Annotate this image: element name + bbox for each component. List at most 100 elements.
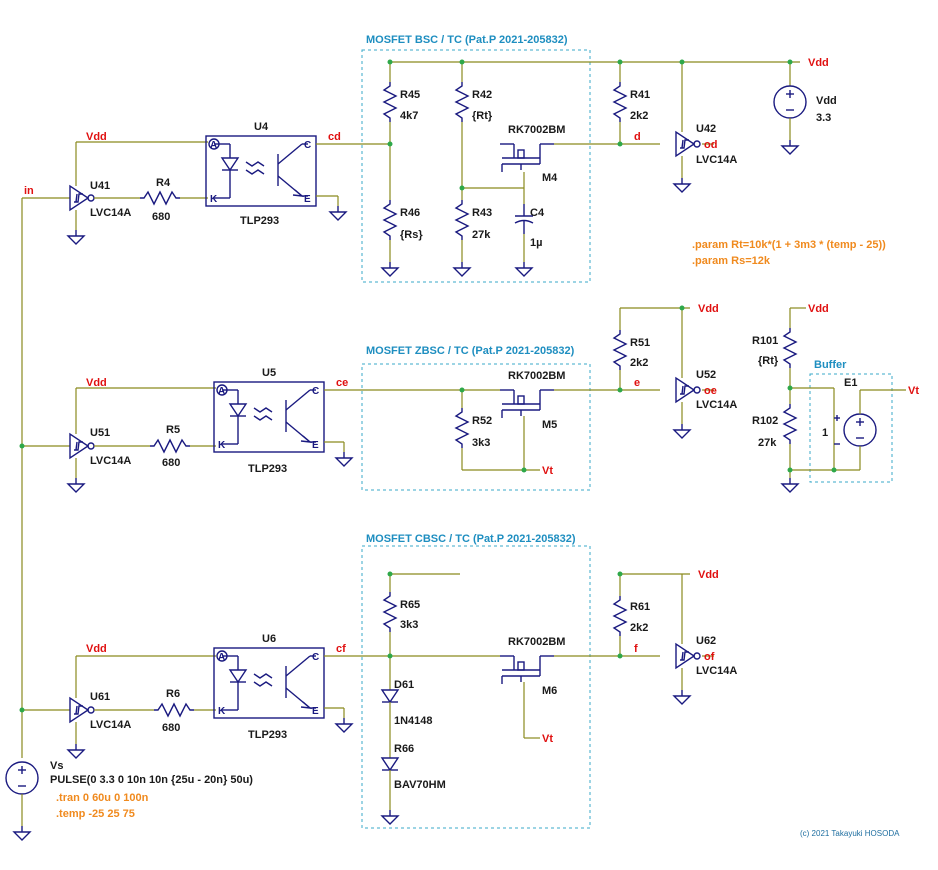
- r5-value: 680: [162, 457, 180, 469]
- r101-value: {Rt}: [758, 355, 779, 367]
- u51-value: LVC14A: [90, 455, 131, 467]
- row-zbsc-input: [67, 381, 462, 493]
- r51-value: 2k2: [630, 357, 648, 369]
- r4-value: 680: [152, 211, 170, 223]
- r43-ref: R43: [472, 207, 492, 219]
- r46-value: {Rs}: [400, 229, 423, 241]
- net-vdd-u61: Vdd: [86, 643, 107, 655]
- r45-value: 4k7: [400, 110, 418, 122]
- c4-ref: C4: [530, 207, 545, 219]
- vdd-src-value: 3.3: [816, 112, 831, 124]
- u42-ref: U42: [696, 123, 716, 135]
- net-vdd-r101: Vdd: [808, 303, 829, 315]
- e1-ref: E1: [844, 377, 857, 389]
- net-in: in: [24, 185, 34, 197]
- r4-ref: R4: [156, 177, 171, 189]
- input-bus: [19, 197, 70, 758]
- u61-ref: U61: [90, 691, 110, 703]
- u6-value: TLP293: [248, 729, 287, 741]
- r61-ref: R61: [630, 601, 650, 613]
- d61-ref: D61: [394, 679, 414, 691]
- r102-ref: R102: [752, 415, 778, 427]
- u5-value: TLP293: [248, 463, 287, 475]
- block-title-cbsc: MOSFET CBSC / TC (Pat.P 2021-205832): [366, 533, 576, 545]
- u4-pin-k: K: [210, 194, 218, 205]
- copyright: (c) 2021 Takayuki HOSODA: [800, 829, 900, 838]
- r101-ref: R101: [752, 335, 778, 347]
- r102-value: 27k: [758, 437, 777, 449]
- net-vt-out: Vt: [908, 385, 919, 397]
- block-buffer: [809, 373, 893, 483]
- net-f: f: [634, 643, 638, 655]
- u51-ref: U51: [90, 427, 110, 439]
- u6-pin-k: K: [218, 706, 226, 717]
- r41-ref: R41: [630, 89, 650, 101]
- r41-value: 2k2: [630, 110, 648, 122]
- bsc-network: [381, 59, 807, 277]
- m6-ref: M6: [542, 685, 557, 697]
- u5-pin-c: C: [312, 386, 319, 397]
- row-cbsc-input: [67, 647, 390, 759]
- net-e: e: [634, 377, 640, 389]
- r51-ref: R51: [630, 337, 650, 349]
- u41-ref: U41: [90, 180, 110, 192]
- r46-ref: R46: [400, 207, 420, 219]
- net-cd: cd: [328, 131, 341, 143]
- u4-value: TLP293: [240, 215, 279, 227]
- r66-ref: R66: [394, 743, 414, 755]
- u6-pin-e: E: [312, 706, 319, 717]
- u6-ref: U6: [262, 633, 276, 645]
- r52-value: 3k3: [472, 437, 490, 449]
- m4-ref: M4: [542, 172, 558, 184]
- u5-pin-a: A: [218, 386, 225, 397]
- r45-ref: R45: [400, 89, 420, 101]
- d61-value: 1N4148: [394, 715, 433, 727]
- net-vdd-u52: Vdd: [698, 303, 719, 315]
- net-vt-m5: Vt: [542, 465, 553, 477]
- r66-value: BAV70HM: [394, 779, 446, 791]
- net-vdd-u51: Vdd: [86, 377, 107, 389]
- u6-pin-a: A: [218, 652, 225, 663]
- net-d: d: [634, 131, 641, 143]
- vs-value: PULSE(0 3.3 0 10n 10n {25u - 20n} 50u): [50, 774, 253, 786]
- u42-value: LVC14A: [696, 154, 737, 166]
- m5-value: RK7002BM: [508, 370, 565, 382]
- net-cf: cf: [336, 643, 346, 655]
- net-ce: ce: [336, 377, 348, 389]
- net-vdd-top: Vdd: [808, 57, 829, 69]
- u62-ref: U62: [696, 635, 716, 647]
- net-of: of: [704, 651, 715, 663]
- m5-ref: M5: [542, 419, 557, 431]
- u5-ref: U5: [262, 367, 276, 379]
- u5-pin-e: E: [312, 440, 319, 451]
- e1-value: 1: [822, 427, 828, 439]
- directive-param-rs: .param Rs=12k: [692, 255, 771, 267]
- u52-value: LVC14A: [696, 399, 737, 411]
- net-od: od: [704, 139, 717, 151]
- vs-ref: Vs: [50, 760, 63, 772]
- block-title-buffer: Buffer: [814, 359, 847, 371]
- directive-temp: .temp -25 25 75: [56, 808, 135, 820]
- r42-ref: R42: [472, 89, 492, 101]
- m6-value: RK7002BM: [508, 636, 565, 648]
- u4-pin-e: E: [304, 194, 311, 205]
- block-bsc: [361, 49, 591, 283]
- u5-pin-k: K: [218, 440, 226, 451]
- c4-value: 1µ: [530, 237, 542, 249]
- block-title-bsc: MOSFET BSC / TC (Pat.P 2021-205832): [366, 34, 568, 46]
- r65-ref: R65: [400, 599, 420, 611]
- u52-ref: U52: [696, 369, 716, 381]
- r5-ref: R5: [166, 424, 180, 436]
- net-vt-m6: Vt: [542, 733, 553, 745]
- u41-value: LVC14A: [90, 207, 131, 219]
- row-bsc-input: [67, 135, 390, 245]
- buffer-network: [781, 307, 906, 493]
- block-zbsc: [361, 363, 591, 491]
- block-title-zbsc: MOSFET ZBSC / TC (Pat.P 2021-205832): [366, 345, 575, 357]
- u4-pin-c: C: [304, 140, 311, 151]
- u6-pin-c: C: [312, 652, 319, 663]
- directive-param-rt: .param Rt=10k*(1 + 3m3 * (temp - 25)): [692, 239, 886, 251]
- r6-ref: R6: [166, 688, 180, 700]
